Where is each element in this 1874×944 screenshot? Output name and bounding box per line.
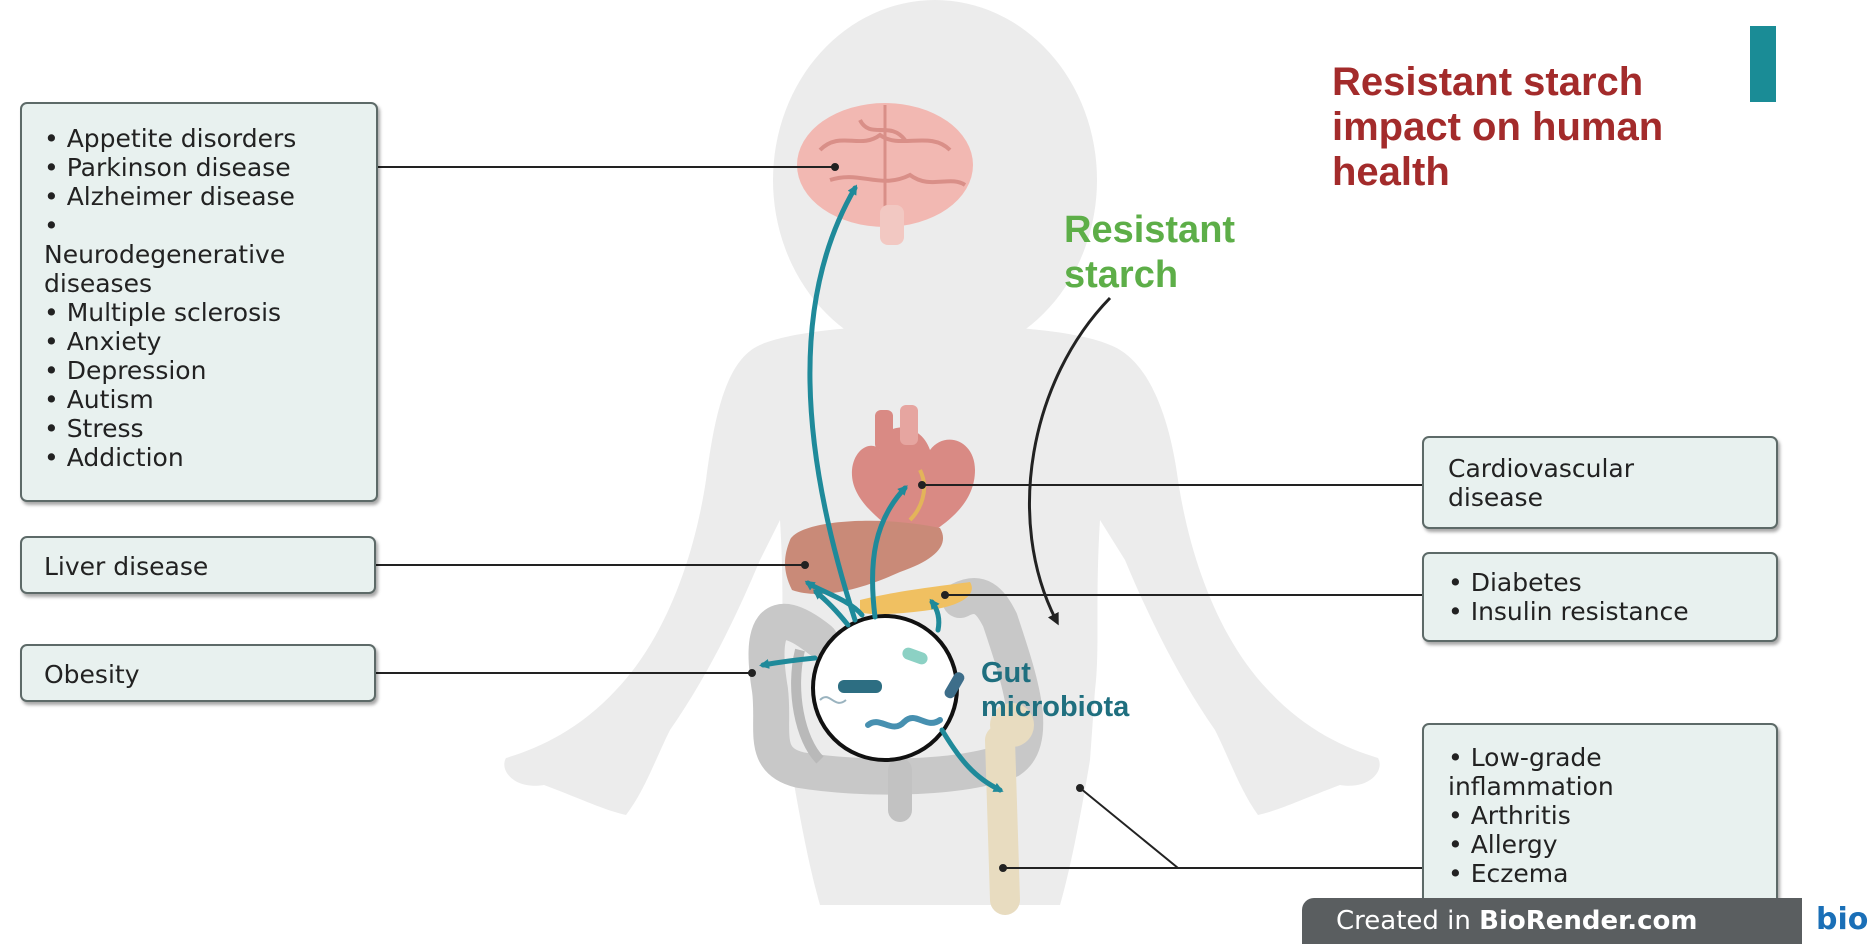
gut-label-line: Gut bbox=[981, 656, 1129, 690]
condition-item: • Anxiety bbox=[44, 327, 376, 356]
resistant-starch-line: starch bbox=[1064, 253, 1235, 298]
resistant-starch-label: Resistant starch bbox=[1064, 208, 1235, 298]
biorender-logo: bio bbox=[1802, 898, 1874, 944]
resistant-starch-line: Resistant bbox=[1064, 208, 1235, 253]
condition-item: • bbox=[44, 211, 376, 240]
condition-item: • Appetite disorders bbox=[44, 124, 376, 153]
biorender-footer: Created in BioRender.com bbox=[1302, 898, 1802, 944]
condition-item: Cardiovascular bbox=[1448, 454, 1776, 483]
footer-logo-text: bio bbox=[1816, 902, 1868, 937]
title-line: impact on human bbox=[1332, 105, 1663, 150]
diagram-title: Resistant starch impact on human health bbox=[1332, 60, 1663, 195]
condition-item: • Eczema bbox=[1448, 859, 1776, 888]
condition-item: • Allergy bbox=[1448, 830, 1776, 859]
condition-item: Obesity bbox=[44, 660, 374, 689]
gut-microbiota-label: Gut microbiota bbox=[981, 656, 1129, 724]
condition-item: • Multiple sclerosis bbox=[44, 298, 376, 327]
condition-item: Neurodegenerative bbox=[44, 240, 376, 269]
footer-prefix: Created in bbox=[1336, 906, 1479, 936]
title-line: Resistant starch bbox=[1332, 60, 1663, 105]
condition-item: • Diabetes bbox=[1448, 568, 1776, 597]
condition-item: diseases bbox=[44, 269, 376, 298]
diabetes-box: • Diabetes • Insulin resistance bbox=[1422, 552, 1778, 642]
condition-item: inflammation bbox=[1448, 772, 1776, 801]
condition-item: • Insulin resistance bbox=[1448, 597, 1776, 626]
condition-item: • Arthritis bbox=[1448, 801, 1776, 830]
accent-bar bbox=[1750, 26, 1776, 102]
condition-item: • Parkinson disease bbox=[44, 153, 376, 182]
gut-label-line: microbiota bbox=[981, 690, 1129, 724]
footer-brand: BioRender.com bbox=[1479, 906, 1697, 936]
cardiovascular-box: Cardiovascular disease bbox=[1422, 436, 1778, 529]
title-line: health bbox=[1332, 150, 1663, 195]
condition-item: • Low-grade bbox=[1448, 743, 1776, 772]
liver-disease-box: Liver disease bbox=[20, 536, 376, 594]
obesity-box: Obesity bbox=[20, 644, 376, 702]
condition-item: • Autism bbox=[44, 385, 376, 414]
condition-item: • Stress bbox=[44, 414, 376, 443]
condition-item: • Alzheimer disease bbox=[44, 182, 376, 211]
inflammation-box: • Low-grade inflammation • Arthritis • A… bbox=[1422, 723, 1778, 911]
condition-item: Liver disease bbox=[44, 552, 374, 581]
condition-item: • Depression bbox=[44, 356, 376, 385]
condition-item: disease bbox=[1448, 483, 1776, 512]
brain-conditions-box: • Appetite disorders • Parkinson disease… bbox=[20, 102, 378, 502]
condition-item: • Addiction bbox=[44, 443, 376, 472]
